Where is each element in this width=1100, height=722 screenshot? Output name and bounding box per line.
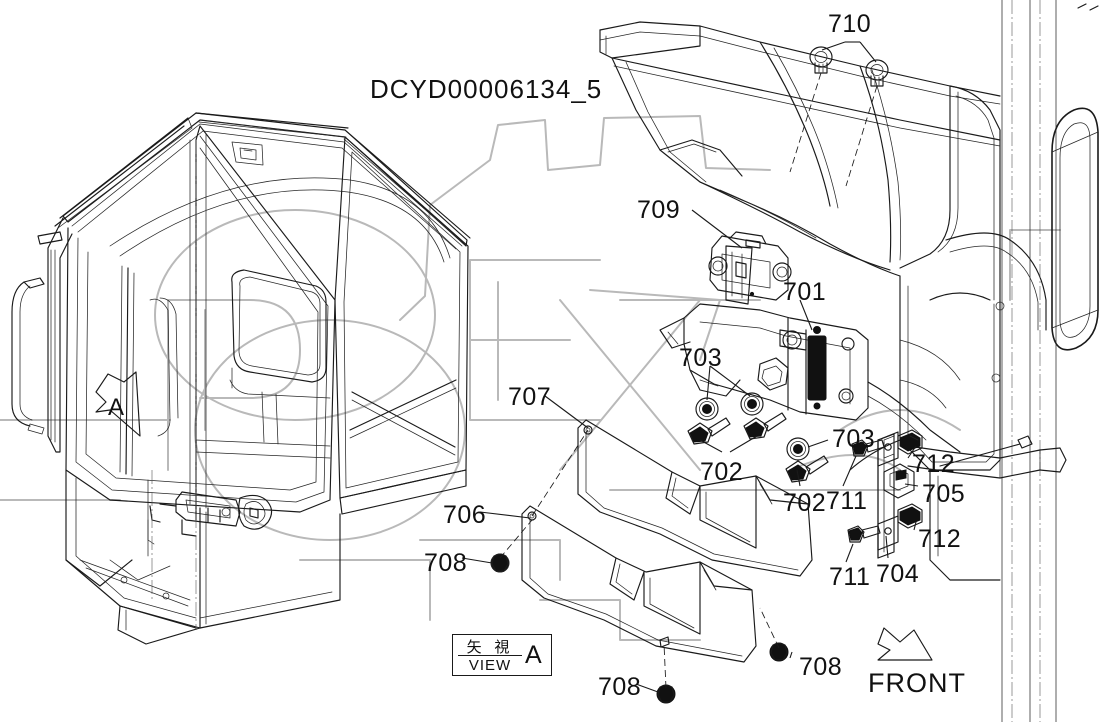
part-707-upper-cover — [577, 419, 813, 577]
callout-702-b: 702 — [783, 489, 827, 517]
view-arrow-a — [95, 371, 141, 437]
view-label-jp: 矢 視 — [466, 638, 514, 656]
part-709-latch-catch — [708, 231, 792, 305]
watermark-graphic — [0, 115, 1061, 641]
callout-703-a: 703 — [679, 344, 723, 372]
callout-708-c: 708 — [799, 653, 843, 681]
clip-708-c — [769, 642, 789, 662]
view-letter: A — [525, 641, 542, 669]
callout-708-b: 708 — [598, 673, 642, 701]
callout-709: 709 — [637, 196, 681, 224]
callout-712-b: 712 — [918, 525, 962, 553]
part-704-bracket-hardware — [847, 429, 923, 559]
callout-703-b: 703 — [832, 425, 876, 453]
callout-711-a: 711 — [826, 487, 868, 515]
bolt-detail-right — [939, 435, 1033, 467]
callout-711-b: 711 — [829, 563, 871, 591]
operator-cab-assembly — [11, 112, 471, 645]
alignment-line-covers — [531, 429, 589, 517]
callout-705: 705 — [922, 480, 966, 508]
callout-710: 710 — [828, 10, 872, 38]
leader-lines — [461, 41, 919, 693]
front-arrow-icon — [877, 627, 933, 661]
callout-707: 707 — [508, 383, 552, 411]
front-direction-label: FRONT — [868, 668, 966, 698]
part-706-lower-cover — [521, 505, 757, 663]
part-710-grommets — [789, 46, 889, 187]
callout-702-a: 702 — [700, 458, 744, 486]
cab-view-arrow-letter: A — [108, 394, 125, 421]
clip-708-a — [490, 553, 510, 573]
callout-704: 704 — [876, 560, 920, 588]
callout-706: 706 — [443, 501, 487, 529]
view-label-en: VIEW — [468, 657, 512, 674]
view-a-box: 矢 視 VIEW A — [452, 634, 552, 676]
part-701-bracket-assembly — [659, 303, 961, 453]
callout-712-a: 712 — [912, 450, 956, 478]
view-box-divider — [458, 655, 522, 657]
drawing-number: DCYD00006134_5 — [370, 74, 603, 104]
callout-701: 701 — [783, 278, 827, 306]
machine-body-structure — [599, 0, 1099, 722]
cab-latch-detail — [147, 491, 273, 545]
callout-708-a: 708 — [424, 549, 468, 577]
